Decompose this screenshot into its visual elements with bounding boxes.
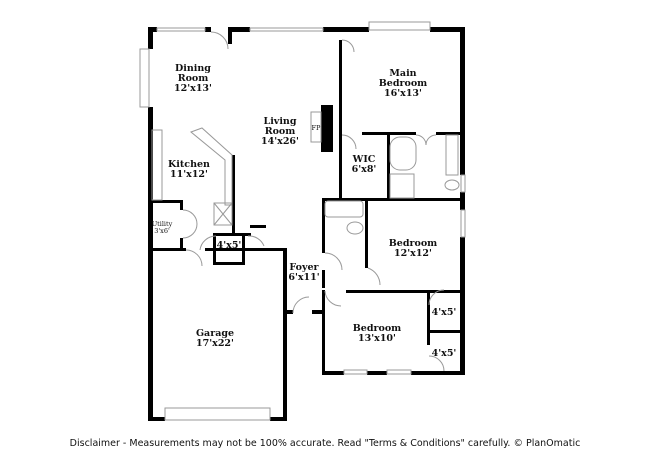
walls — [148, 27, 465, 421]
disclaimer: Disclaimer - Measurements may not be 100… — [69, 438, 581, 449]
closet-a-label: 4'x5' — [432, 307, 457, 318]
hall-closet-label: 4'x5' — [217, 240, 242, 251]
fireplace-label: FP — [312, 124, 322, 132]
closet-b-label: 4'x5' — [432, 348, 457, 359]
fixtures — [139, 21, 466, 421]
